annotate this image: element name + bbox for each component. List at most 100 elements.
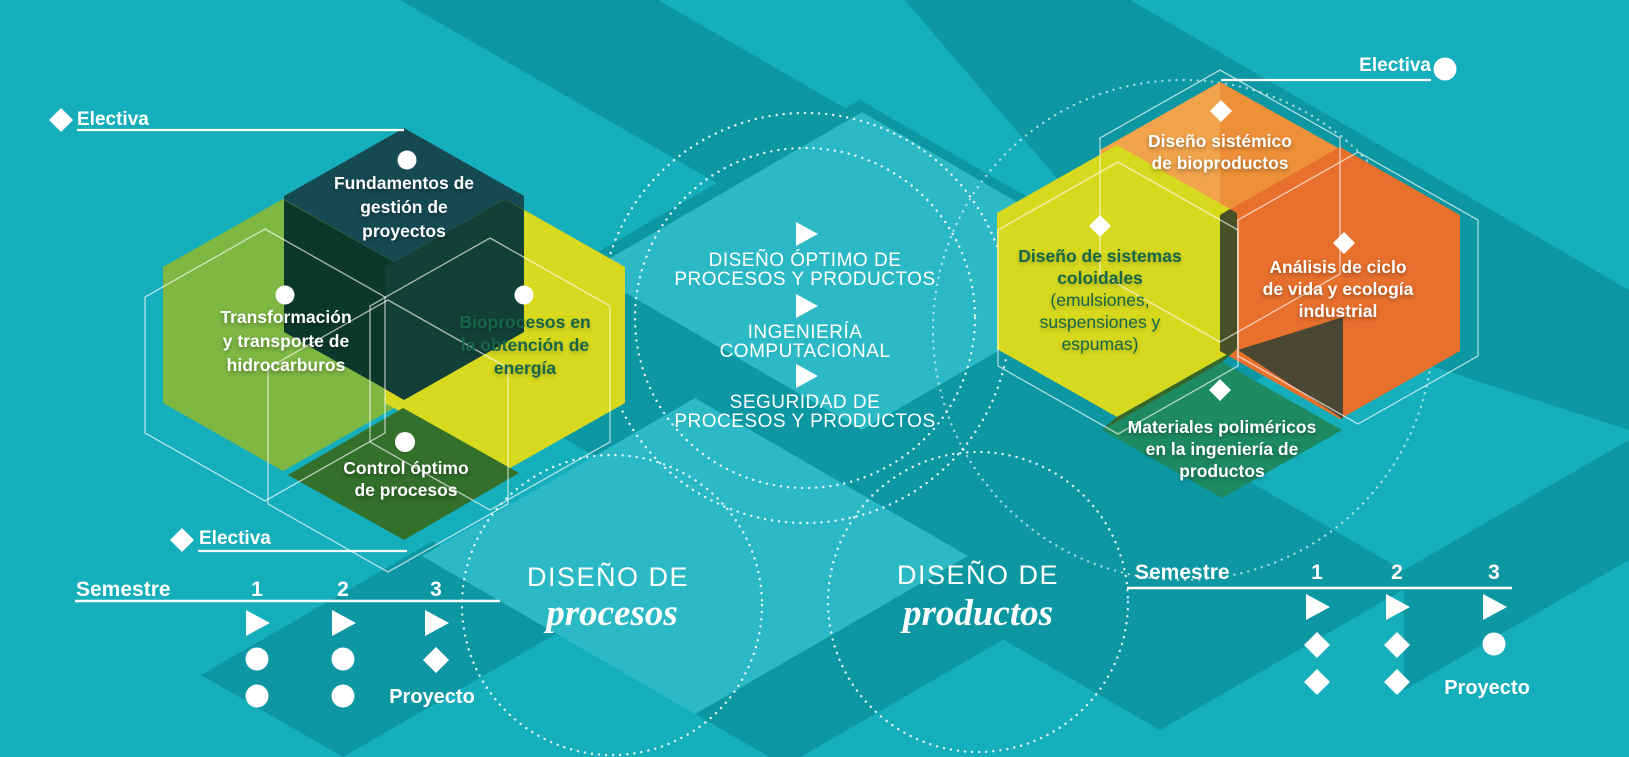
diamond-bullet-icon xyxy=(1209,379,1231,401)
electiva-label-top-right: Electiva xyxy=(1359,55,1431,76)
outline-hexagons-left xyxy=(144,228,611,573)
legend-right-col-2: 2 xyxy=(1391,561,1403,584)
circle-bullet-icon xyxy=(397,150,417,170)
bg-light-diamond-top xyxy=(588,112,1136,430)
course-transformacion: Transformación y transporte de hidrocarb… xyxy=(126,305,446,377)
legend-left-col-3: 3 xyxy=(430,578,442,601)
course-line: la obtención de xyxy=(460,335,590,355)
course-line: Bioprocesos en xyxy=(459,312,591,332)
overlap-analisis-materiales xyxy=(1238,317,1343,419)
legend-diamond-icon xyxy=(1384,669,1410,695)
legend-circle-icon xyxy=(245,684,269,708)
triangle-icon xyxy=(796,364,818,388)
topic-diseno-optimo: DISEÑO ÓPTIMO DE PROCESOS Y PRODUCTOS xyxy=(645,250,965,290)
topic-line: PROCESOS Y PRODUCTOS xyxy=(674,410,936,432)
course-line: Transformación xyxy=(220,307,352,327)
course-line: gestión de xyxy=(360,197,448,217)
circle-bullet-icon xyxy=(395,432,415,452)
hexagon-bioproductos-shaded-face xyxy=(1220,82,1340,215)
course-line: industrial xyxy=(1298,301,1378,321)
course-line: de vida y ecología xyxy=(1262,279,1414,299)
circle-bullet-icon xyxy=(275,285,295,305)
topic-line: PROCESOS Y PRODUCTOS xyxy=(674,268,936,290)
legend-left-title: Semestre xyxy=(76,578,171,601)
legend-left-col-2: 2 xyxy=(337,578,349,601)
dotted-circle-center-inner xyxy=(633,146,977,490)
legend-left-proyecto: Proyecto xyxy=(389,686,475,708)
course-line: de procesos xyxy=(354,480,458,500)
diamond-bullet-icon xyxy=(1089,215,1111,237)
course-coloidales: Diseño de sistemas coloidales (emulsione… xyxy=(950,245,1250,355)
bg-band-bottom-center xyxy=(695,556,1058,757)
legend-diamond-icon xyxy=(423,647,449,673)
background-light-shapes xyxy=(422,112,1136,714)
overlap-coloidales-materiales xyxy=(1102,349,1237,430)
topic-triangles xyxy=(796,222,818,388)
design-process-word: procesos xyxy=(546,593,678,634)
bg-diamond-bottom-right xyxy=(900,430,1420,730)
course-line: (emulsiones, xyxy=(1050,290,1150,310)
electiva-diamond-icon xyxy=(49,108,73,132)
legend-circle-icon xyxy=(331,684,355,708)
legend-diamond-icon xyxy=(1384,632,1410,658)
course-line: y transporte de xyxy=(222,331,350,351)
outline-hexagon-2 xyxy=(267,299,509,573)
overlap-coloidales-analisis xyxy=(1220,209,1237,355)
outline-hexagons-right xyxy=(997,69,1479,435)
course-control-optimo: Control óptimo de procesos xyxy=(246,457,566,501)
hexagon-coloidales xyxy=(997,145,1237,417)
legend-circle-icon xyxy=(1482,632,1506,656)
electiva-label-top-left: Electiva xyxy=(77,109,149,130)
outline-hexagon-3 xyxy=(369,237,611,511)
triangle-icon xyxy=(796,222,818,246)
topic-line: SEGURIDAD DE xyxy=(729,392,881,413)
legend-triangle-icon xyxy=(332,610,356,636)
course-bioprocesos: Bioprocesos en la obtención de energía xyxy=(365,311,685,380)
electiva-circle-icon xyxy=(1433,57,1457,81)
course-line: proyectos xyxy=(362,221,446,241)
overlap-fundamentos-transformacion xyxy=(284,200,403,399)
electiva-label-bottom-left: Electiva xyxy=(199,528,271,549)
legend-right-col-1: 1 xyxy=(1311,561,1323,584)
topic-seguridad: SEGURIDAD DE PROCESOS Y PRODUCTOS xyxy=(645,392,965,432)
bg-band-right xyxy=(1404,440,1629,690)
bg-light-diamond-bottom xyxy=(422,398,968,714)
outline-hexagon-6 xyxy=(1237,151,1479,425)
course-line: suspensiones y xyxy=(1039,312,1161,332)
legend-right-col-3: 3 xyxy=(1488,561,1500,584)
electiva-diamond-icon xyxy=(170,528,194,552)
course-line: coloidales xyxy=(1057,268,1143,288)
design-product-title: DISEÑO DE xyxy=(896,560,1060,590)
course-line: Diseño sistémico xyxy=(1148,131,1292,151)
course-bioproductos: Diseño sistémico de bioproductos xyxy=(1060,130,1380,174)
circle-bullet-icon xyxy=(514,285,534,305)
outline-hexagon-5 xyxy=(1099,69,1341,343)
design-process-title: DISEÑO DE xyxy=(526,562,690,592)
topic-line: COMPUTACIONAL xyxy=(719,340,891,362)
triangle-icon xyxy=(796,294,818,318)
course-fundamentos: Fundamentos de gestión de proyectos xyxy=(244,171,564,243)
legend-diamond-icon xyxy=(1304,632,1330,658)
legend-left-col-1: 1 xyxy=(251,578,263,601)
legend-triangle-icon xyxy=(1483,594,1507,620)
course-line: Control óptimo xyxy=(343,458,469,478)
course-line: Materiales poliméricos xyxy=(1127,417,1317,437)
legend-triangle-icon xyxy=(425,610,449,636)
course-materiales: Materiales poliméricos en la ingeniería … xyxy=(1062,416,1382,482)
course-line: energía xyxy=(493,358,557,378)
legend-right-title: Semestre xyxy=(1135,561,1230,584)
legend-diamond-icon xyxy=(1304,669,1330,695)
design-product-word: productos xyxy=(902,593,1054,634)
legend-triangle-icon xyxy=(246,610,270,636)
course-line: Análisis de ciclo xyxy=(1269,257,1407,277)
course-analisis: Análisis de ciclo de vida y ecología ind… xyxy=(1178,256,1498,322)
course-line: Fundamentos de xyxy=(333,173,474,193)
legend-triangle-icon xyxy=(1386,594,1410,620)
course-line: hidrocarburos xyxy=(226,355,346,375)
legend-circle-icon xyxy=(245,647,269,671)
topic-line: DISEÑO ÓPTIMO DE xyxy=(708,250,902,271)
course-bullets xyxy=(275,100,1355,452)
course-line: en la ingeniería de xyxy=(1145,439,1299,459)
